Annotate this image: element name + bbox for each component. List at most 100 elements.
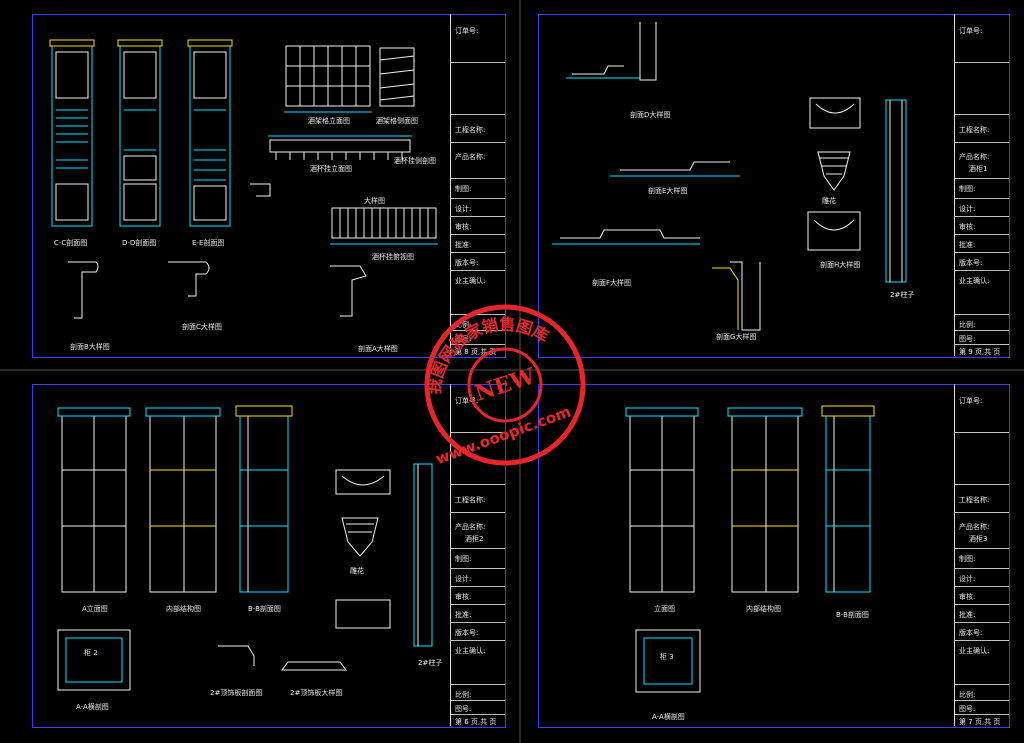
tb-owner-confirm: 业主确认: (455, 647, 486, 655)
label-column: 2#柱子 (418, 659, 443, 667)
sheet2-details (552, 22, 761, 331)
tb-version: 版本号: (455, 259, 479, 267)
sheet4-plan (635, 629, 701, 693)
tb-drawing: 制图: (959, 185, 976, 193)
label-detail-b: 剖面B大样图 (70, 343, 110, 351)
cabinet-section-e (187, 39, 233, 227)
hanging-rack-plan (330, 207, 438, 245)
label-elevation: 立面图 (654, 605, 675, 613)
tb-approve: 批准: (959, 241, 976, 249)
tb-design: 设计: (959, 575, 976, 583)
label-detail-g: 剖面G大样图 (716, 333, 757, 341)
tb-project-name: 工程名称: (959, 496, 990, 504)
tb-version: 版本号: (455, 629, 479, 637)
tb-approve: 批准: (455, 241, 472, 249)
label-cabinet: 柜 2 (84, 649, 98, 657)
tb-drawing: 制图: (455, 185, 472, 193)
tb-drawing-no: 图号: (959, 335, 976, 343)
profile-details (68, 183, 367, 319)
sheet4-inner (727, 407, 803, 593)
label-c-section: C-C剖面图 (54, 239, 88, 247)
stamp-center-text: NEW (472, 363, 539, 407)
title-block-top-left: 订单号: 工程名称: 产品名称: 制图: 设计: 审核: 批准: 版本号: 业主… (450, 14, 505, 356)
tb-drawing: 制图: (455, 555, 472, 563)
cabinet-section-d (117, 39, 163, 227)
title-block-bottom-left: 订单号: 工程名称: 产品名称: 酒柜2 制图: 设计: 审核: 批准: 版本号… (450, 384, 505, 726)
tb-page: 第 6 页,共 页 (455, 718, 497, 726)
tb-product-name: 产品名称: (455, 153, 486, 161)
tb-design: 设计: (455, 575, 472, 583)
label-detail-h: 剖面H大样图 (820, 261, 861, 269)
title-block-top-right: 订单号: 工程名称: 产品名称: 酒柜1 制图: 设计: 审核: 批准: 版本号… (954, 14, 1009, 356)
sheet-frame-top-right (538, 14, 1010, 358)
sheet2-column (885, 99, 907, 283)
tb-page: 第 7 页,共 页 (959, 718, 1001, 726)
label-inner-structure: 内部结构图 (166, 605, 201, 613)
label-column: 2#柱子 (890, 291, 915, 299)
label-detail-f: 剖面F大样图 (592, 279, 632, 287)
sheet2-corbel (807, 97, 861, 251)
tb-project-name: 工程名称: (455, 126, 486, 134)
tb-approve: 批准: (455, 611, 472, 619)
tb-order-no: 订单号: (959, 397, 983, 405)
label-a-plan: A-A横剖图 (652, 713, 685, 721)
label-hanging-plan: 酒杯挂俯视图 (372, 253, 414, 261)
tb-order-no: 订单号: (455, 397, 479, 405)
tb-scale: 比例: (455, 321, 472, 329)
sheet3-elevation-a (57, 407, 131, 593)
sheet3-section-b (235, 405, 293, 593)
sheet-frame-top-left (32, 14, 506, 358)
tb-drawing-no: 图号: (455, 335, 472, 343)
label-detail-d: 剖面D大样图 (630, 111, 671, 119)
stamp-url-text: www.ooopic.com (433, 402, 573, 468)
tb-order-no: 订单号: (959, 27, 983, 35)
tb-scale: 比例: (455, 691, 472, 699)
tb-product-value: 酒柜3 (969, 535, 988, 543)
sheet4-elevation (625, 407, 699, 593)
label-a-elevation: A立面图 (82, 605, 108, 613)
tb-scale: 比例: (959, 321, 976, 329)
label-top-section: 2#顶饰板剖面图 (210, 689, 263, 697)
tb-version: 版本号: (959, 629, 983, 637)
tb-page: 第 8 页,共 页 (455, 348, 497, 356)
sheet-frame-bottom-right (538, 384, 1010, 728)
tb-product-value: 酒柜1 (969, 165, 988, 173)
hanging-rack (268, 135, 412, 160)
tb-design: 设计: (455, 205, 472, 213)
label-d-section: D-D剖面图 (122, 239, 157, 247)
label-e-section: E-E剖面图 (192, 239, 225, 247)
tb-drawing-no: 图号: (959, 705, 976, 713)
label-corbel: 雕花 (822, 197, 836, 205)
label-hanging-rack-front: 酒杯挂立面图 (310, 165, 352, 173)
wine-rack-side (379, 47, 415, 107)
sheet3-corbel (335, 469, 391, 629)
watermark-stamp: 我图网独家销售图库 NEW www.ooopic.com (420, 300, 590, 470)
tb-drawing: 制图: (959, 555, 976, 563)
sheet4-section-b (821, 405, 875, 593)
tb-scale: 比例: (959, 691, 976, 699)
sheet-frame-bottom-left (32, 384, 506, 728)
label-b-section: B-B剖面图 (836, 611, 869, 619)
tb-owner-confirm: 业主确认: (959, 277, 990, 285)
tb-version: 版本号: (959, 259, 983, 267)
label-a-plan: A-A横剖图 (76, 703, 109, 711)
tb-drawing-no: 图号: (455, 705, 472, 713)
tb-product-name: 产品名称: (959, 523, 990, 531)
label-inner-structure: 内部结构图 (746, 605, 781, 613)
tb-audit: 审核: (455, 223, 472, 231)
label-detail-c: 剖面C大样图 (182, 323, 222, 331)
label-cabinet: 柜 3 (660, 653, 674, 661)
tb-product-value: 酒柜2 (465, 535, 484, 543)
title-block-bottom-right: 订单号: 工程名称: 产品名称: 酒柜3 制图: 设计: 审核: 批准: 版本号… (954, 384, 1009, 726)
label-wine-rack-side: 酒架格侧面图 (376, 117, 418, 125)
label-detail-e: 剖面E大样图 (648, 187, 688, 195)
label-detail-a: 剖面A大样图 (358, 345, 398, 353)
cabinet-section-c (49, 39, 95, 227)
tb-audit: 审核: (959, 223, 976, 231)
label-wine-rack-front: 酒架格立面图 (308, 117, 350, 125)
tb-owner-confirm: 业主确认: (959, 647, 990, 655)
wine-rack-front (284, 45, 372, 113)
tb-product-name: 产品名称: (455, 523, 486, 531)
